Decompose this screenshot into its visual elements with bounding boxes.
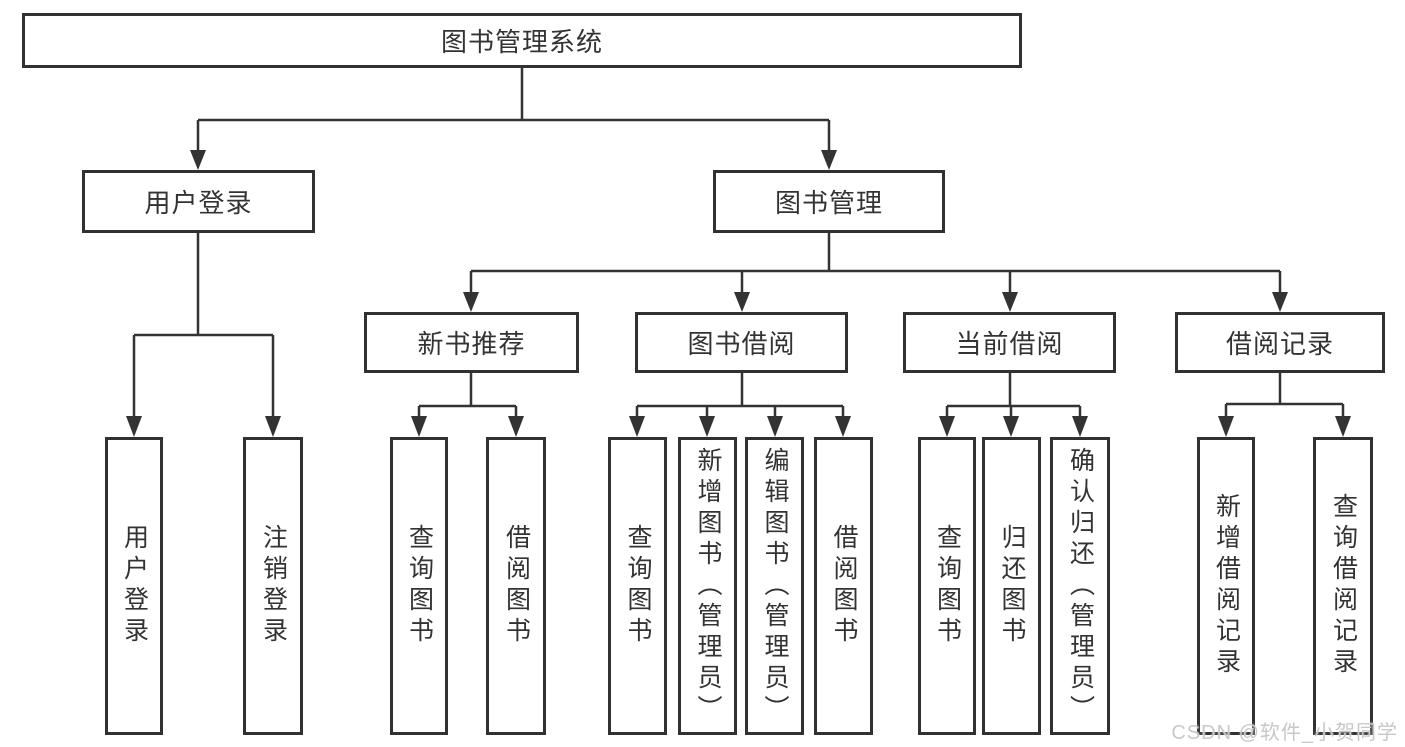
leaf-query-books-borrow: 查询图书 <box>608 437 667 735</box>
leaf-borrow-books-label: 借阅图书 <box>830 524 858 648</box>
arrowheads <box>126 150 1351 437</box>
leaf-user-login-label: 用户登录 <box>120 524 149 648</box>
leaf-query-books-recommend-label: 查询图书 <box>405 524 434 648</box>
node-user-login: 用户登录 <box>82 170 315 233</box>
node-current-borrow-label: 当前借阅 <box>955 329 1064 359</box>
leaf-query-books-borrow-label: 查询图书 <box>624 524 652 648</box>
node-borrow-records: 借阅记录 <box>1175 312 1385 373</box>
leaf-add-borrow-record: 新增借阅记录 <box>1197 437 1255 735</box>
leaf-query-books-current-label: 查询图书 <box>933 524 962 648</box>
leaf-return-books: 归还图书 <box>982 437 1041 735</box>
leaf-borrow-books-recommend: 借阅图书 <box>486 437 546 735</box>
node-root: 图书管理系统 <box>22 13 1022 68</box>
leaf-borrow-books: 借阅图书 <box>814 437 873 735</box>
node-user-login-label: 用户登录 <box>144 188 253 218</box>
node-borrow-records-label: 借阅记录 <box>1225 329 1334 359</box>
node-current-borrow: 当前借阅 <box>903 312 1116 373</box>
leaf-query-books-current: 查询图书 <box>918 437 976 735</box>
leaf-query-books-recommend: 查询图书 <box>390 437 448 735</box>
leaf-query-borrow-record: 查询借阅记录 <box>1313 437 1373 735</box>
leaf-logout-label: 注销登录 <box>259 524 288 648</box>
node-new-book-recommend: 新书推荐 <box>364 312 579 373</box>
leaf-add-borrow-record-label: 新增借阅记录 <box>1212 493 1241 679</box>
leaf-add-books-admin-label: 新增图书（管理员） <box>694 446 722 726</box>
csdn-watermark: CSDN @软件_小贺同学 <box>1171 722 1398 744</box>
node-book-borrow-label: 图书借阅 <box>687 329 796 359</box>
leaf-user-login: 用户登录 <box>105 437 163 735</box>
node-root-label: 图书管理系统 <box>440 27 603 57</box>
node-book-borrow: 图书借阅 <box>635 312 848 373</box>
node-book-management-label: 图书管理 <box>774 188 883 218</box>
leaf-add-books-admin: 新增图书（管理员） <box>678 437 737 735</box>
leaf-borrow-books-recommend-label: 借阅图书 <box>502 524 531 648</box>
node-new-book-recommend-label: 新书推荐 <box>417 329 526 359</box>
leaf-confirm-return-admin: 确认归还（管理员） <box>1050 437 1110 735</box>
leaf-edit-books-admin: 编辑图书（管理员） <box>745 437 804 735</box>
leaf-logout: 注销登录 <box>243 437 303 735</box>
leaf-edit-books-admin-label: 编辑图书（管理员） <box>761 446 789 726</box>
leaf-return-books-label: 归还图书 <box>998 524 1026 648</box>
leaf-confirm-return-admin-label: 确认归还（管理员） <box>1066 446 1095 726</box>
leaf-query-borrow-record-label: 查询借阅记录 <box>1329 493 1358 679</box>
node-book-management: 图书管理 <box>713 170 945 233</box>
